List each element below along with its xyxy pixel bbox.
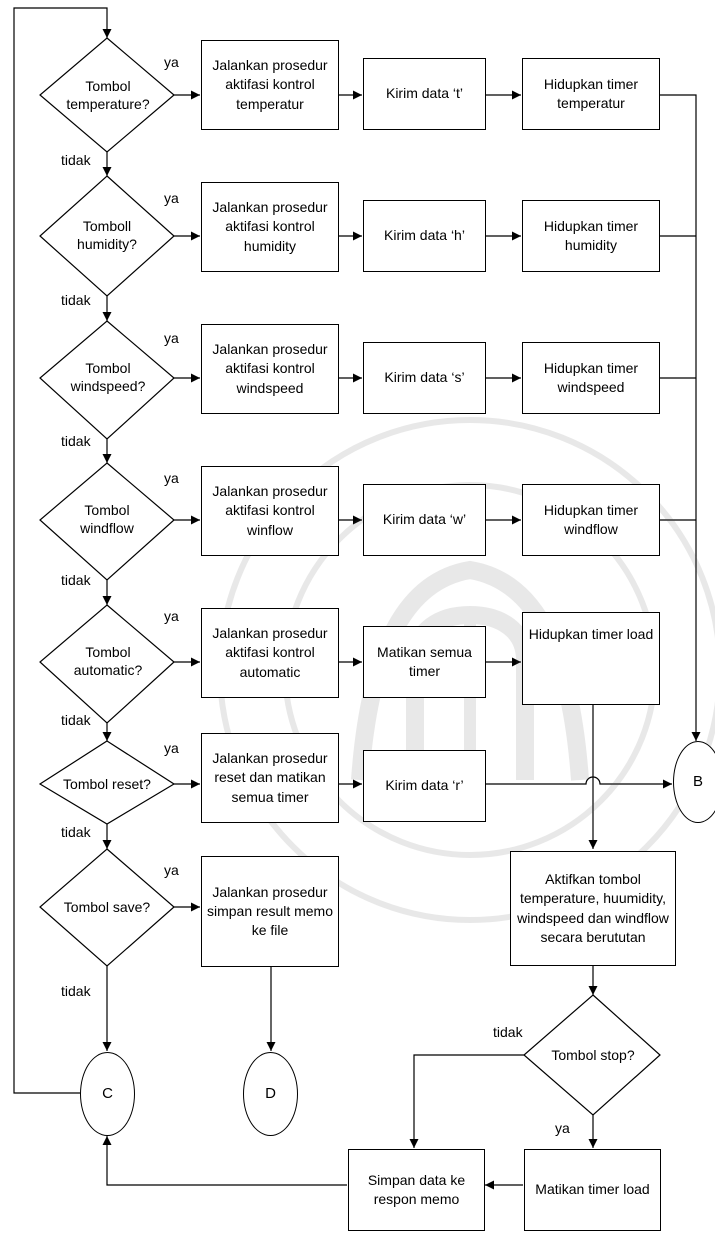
label-ya-humidity: ya — [164, 190, 179, 206]
action-kirim-r: Kirim data ‘r’ — [363, 750, 486, 822]
timer-humidity: Hidupkan timer humidity — [522, 200, 660, 272]
decision-automatic-shape — [39, 604, 175, 724]
connector-d: D — [243, 1052, 298, 1136]
decision-temperature: Tombol temperature? — [66, 77, 150, 112]
decision-temperature-shape — [39, 37, 175, 153]
aktifkan-tombol-box: Aktifkan tombol temperature, huumidity, … — [510, 851, 676, 966]
procedure-automatic: Jalankan prosedur aktifasi kontrol autom… — [201, 608, 339, 698]
decision-windspeed: Tombol windspeed? — [70, 359, 146, 394]
matikan-timer-load-box: Matikan timer load — [524, 1149, 661, 1231]
action-kirim-t: Kirim data ‘t’ — [363, 58, 486, 130]
procedure-humidity: Jalankan prosedur aktifasi kontrol humid… — [201, 182, 339, 272]
action-matikan-semua: Matikan semua timer — [363, 626, 486, 698]
procedure-save: Jalankan prosedur simpan result memo ke … — [201, 856, 339, 967]
connector-b: B — [673, 741, 715, 823]
decision-windflow: Tombol windflow — [80, 501, 134, 536]
label-ya-stop: ya — [555, 1120, 570, 1136]
procedure-reset: Jalankan prosedur reset dan matikan semu… — [201, 733, 339, 823]
simpan-data-box: Simpan data ke respon memo — [348, 1149, 485, 1231]
connector-c: C — [80, 1052, 135, 1136]
label-ya-automatic: ya — [164, 608, 179, 624]
label-tidak-stop: tidak — [493, 1024, 523, 1040]
timer-temperatur: Hidupkan timer temperatur — [522, 58, 660, 130]
decision-reset: Tombol reset? — [63, 775, 151, 792]
decision-stop-shape — [523, 994, 661, 1116]
decision-humidity: Tomboll humidity? — [77, 217, 137, 252]
label-ya-save: ya — [164, 862, 179, 878]
timer-load: Hidupkan timer load — [522, 612, 660, 705]
action-kirim-s: Kirim data ‘s’ — [363, 342, 486, 414]
timer-windflow: Hidupkan timer windflow — [522, 484, 660, 556]
label-ya-temperature: ya — [164, 54, 179, 70]
label-ya-windflow: ya — [164, 470, 179, 486]
procedure-temperature: Jalankan prosedur aktifasi kontrol tempe… — [201, 40, 339, 130]
decision-windspeed-shape — [39, 320, 175, 440]
decision-stop: Tombol stop? — [551, 1046, 635, 1063]
procedure-windflow: Jalankan prosedur aktifasi kontrol winfl… — [201, 466, 339, 556]
label-ya-windspeed: ya — [164, 330, 179, 346]
label-tidak-temperature: tidak — [61, 152, 91, 168]
procedure-windspeed: Jalankan prosedur aktifasi kontrol winds… — [201, 324, 339, 414]
decision-save-shape — [39, 848, 175, 967]
label-ya-reset: ya — [164, 740, 179, 756]
label-tidak-reset: tidak — [61, 824, 91, 840]
decision-humidity-shape — [39, 175, 175, 297]
decision-reset-shape — [38, 740, 176, 825]
label-tidak-humidity: tidak — [61, 292, 91, 308]
decision-save: Tombol save? — [63, 898, 151, 915]
timer-windspeed: Hidupkan timer windspeed — [522, 342, 660, 414]
action-kirim-h: Kirim data ‘h’ — [363, 200, 486, 272]
decision-automatic: Tombol automatic? — [73, 643, 143, 678]
label-tidak-save: tidak — [61, 983, 91, 999]
label-tidak-windspeed: tidak — [61, 433, 91, 449]
action-kirim-w: Kirim data ‘w’ — [363, 484, 486, 556]
decision-windflow-shape — [39, 462, 175, 581]
label-tidak-windflow: tidak — [61, 572, 91, 588]
label-tidak-automatic: tidak — [61, 712, 91, 728]
